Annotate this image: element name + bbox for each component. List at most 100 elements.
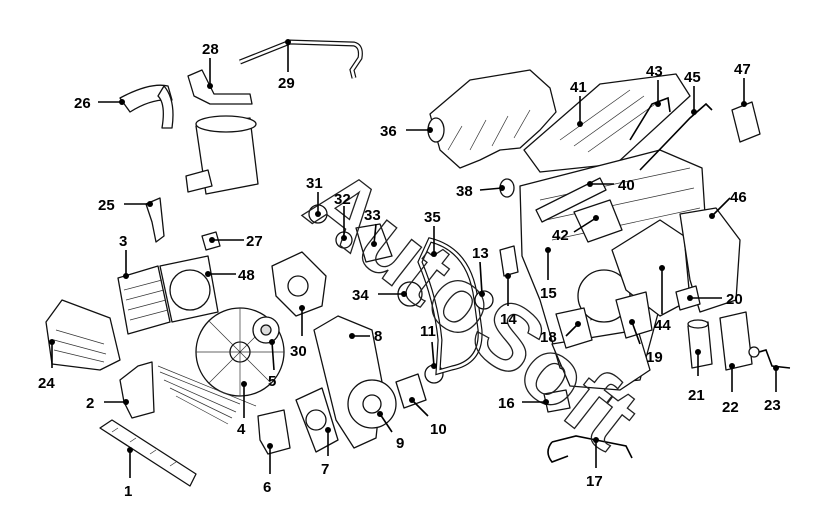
leader-dot-22 <box>729 363 735 369</box>
filter-21-top <box>687 319 709 329</box>
leader-46 <box>711 197 731 217</box>
leader-11 <box>431 341 435 367</box>
callout-7: 7 <box>321 461 329 478</box>
callout-4: 4 <box>237 421 246 438</box>
leader-dot-21 <box>695 349 701 355</box>
hose-28 <box>187 69 253 105</box>
gasket-42 <box>573 199 623 243</box>
callout-24: 24 <box>38 375 55 392</box>
leader-dot-18 <box>575 321 581 327</box>
leader-dot-8 <box>349 333 355 339</box>
leader-9 <box>379 413 393 433</box>
callout-25: 25 <box>98 197 115 214</box>
leader-dot-44 <box>659 265 665 271</box>
leader-dot-3 <box>123 273 129 279</box>
lower-shroud <box>99 419 197 487</box>
callout-31: 31 <box>306 175 323 192</box>
cylinder-head-ribs <box>559 89 659 153</box>
callout-43: 43 <box>646 63 663 80</box>
callout-32: 32 <box>334 191 351 208</box>
callout-27: 27 <box>246 233 263 250</box>
water-pump-impeller <box>287 275 309 297</box>
callout-20: 20 <box>726 291 743 308</box>
part-drawings <box>45 39 791 487</box>
engine-block-detail <box>539 167 701 321</box>
callout-5: 5 <box>268 373 276 390</box>
camshaft <box>535 177 607 223</box>
radiator-core <box>157 365 257 425</box>
fan-pulley-center <box>260 324 272 336</box>
leader-dot-31 <box>315 211 321 217</box>
part-19 <box>615 291 653 339</box>
radiator-cooler <box>117 265 171 335</box>
leader-10 <box>411 399 429 417</box>
hose-26-tail <box>157 85 174 129</box>
callout-48: 48 <box>238 267 255 284</box>
cooling-fan-blades <box>196 308 284 396</box>
callout-42: 42 <box>552 227 569 244</box>
callout-3: 3 <box>119 233 127 250</box>
pulley-cover-7-hole <box>305 409 327 431</box>
sensor-47 <box>731 101 761 143</box>
pipe-29 <box>239 39 363 79</box>
leader-38 <box>479 187 503 191</box>
callout-13: 13 <box>472 245 489 262</box>
intake-manifold-ports <box>447 109 531 151</box>
leader-dot-27 <box>209 237 215 243</box>
callout-8: 8 <box>374 328 382 345</box>
leader-dot-32 <box>341 235 347 241</box>
callout-29: 29 <box>278 75 295 92</box>
leader-dot-26 <box>119 99 125 105</box>
callout-18: 18 <box>540 329 557 346</box>
callout-14: 14 <box>500 311 517 328</box>
callout-10: 10 <box>430 421 447 438</box>
leader-dot-41 <box>577 121 583 127</box>
cylinder-head-cover <box>523 73 691 173</box>
leader-dot-30 <box>299 305 305 311</box>
hose-26 <box>119 84 173 113</box>
callout-23: 23 <box>764 397 781 414</box>
leader-dot-48 <box>205 271 211 277</box>
filter-housing-22 <box>719 311 753 371</box>
callout-16: 16 <box>498 395 515 412</box>
leader-dot-45 <box>691 109 697 115</box>
callout-41: 41 <box>570 79 587 96</box>
callout-47: 47 <box>734 61 751 78</box>
leader-dot-13 <box>479 291 485 297</box>
leader-dot-14 <box>505 273 511 279</box>
leader-42 <box>573 217 597 233</box>
callout-28: 28 <box>202 41 219 58</box>
leader-dot-1 <box>127 447 133 453</box>
callout-45: 45 <box>684 69 701 86</box>
bracket-25 <box>145 197 165 243</box>
leader-dot-10 <box>409 397 415 403</box>
callout-40: 40 <box>618 177 635 194</box>
leader-dot-24 <box>49 339 55 345</box>
callouts: 1 2 3 4 5 6 7 8 9 10 <box>38 39 781 500</box>
timing-belt-inner <box>418 238 482 374</box>
lower-shroud-ribs <box>111 427 177 467</box>
bracket-2 <box>119 361 155 419</box>
leader-dot-47 <box>741 101 747 107</box>
leader-dot-2 <box>123 399 129 405</box>
callout-35: 35 <box>424 209 441 226</box>
leader-dot-15 <box>545 247 551 253</box>
callout-30: 30 <box>290 343 307 360</box>
leader-dot-19 <box>629 319 635 325</box>
leader-dot-5 <box>269 339 275 345</box>
leader-dot-17 <box>593 437 599 443</box>
callout-2: 2 <box>86 395 94 412</box>
callout-22: 22 <box>722 399 739 416</box>
leader-dot-7 <box>325 427 331 433</box>
callout-36: 36 <box>380 123 397 140</box>
callout-6: 6 <box>263 479 271 496</box>
leader-dot-42 <box>593 215 599 221</box>
leader-dot-33 <box>371 241 377 247</box>
callout-17: 17 <box>586 473 603 490</box>
leader-dot-34 <box>401 291 407 297</box>
leader-dot-40 <box>587 181 593 187</box>
reservoir-pipe <box>185 169 213 193</box>
callout-9: 9 <box>396 435 404 452</box>
leader-dot-20 <box>687 295 693 301</box>
